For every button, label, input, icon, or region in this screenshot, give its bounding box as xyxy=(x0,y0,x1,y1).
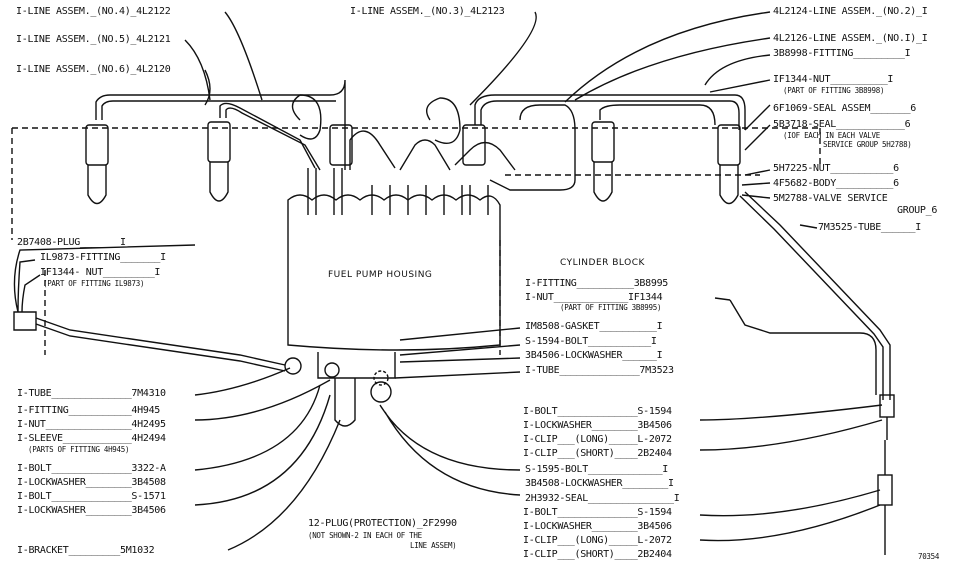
label-bolt-S1595: S-1595-BOLT_____________I xyxy=(525,464,669,475)
injector-4 xyxy=(462,124,486,166)
label-plug-note-1: (NOT SHOWN-2 IN EACH OF THE xyxy=(308,531,422,540)
label-fitting-3B8998: 3B8998-FITTING_________I xyxy=(773,48,911,59)
label-tube-7M4310: I-TUBE______________7M4310 xyxy=(17,388,166,399)
label-bolt-S1594-r2: I-BOLT______________S-1594 xyxy=(523,507,672,518)
label-gasket-1M8508: IM8508-GASKET__________I xyxy=(525,321,663,332)
label-line-assem-2: 4L2124-LINE ASSEM._(NO.2)_I xyxy=(773,6,928,17)
injector-2 xyxy=(207,121,231,202)
injector-3 xyxy=(329,124,353,166)
label-sleeve-note: (PARTS OF FITTING 4H945) xyxy=(28,445,130,454)
tube-7M3523 xyxy=(729,299,877,395)
label-bracket-5M1032: I-BRACKET_________5M1032 xyxy=(17,545,155,556)
label-clip-short-r1: I-CLIP___(SHORT)____2B2404 xyxy=(523,448,672,459)
label-tube-7M3523: I-TUBE______________7M3523 xyxy=(525,365,674,376)
label-plug-note-2: LINE ASSEM) xyxy=(410,541,457,550)
label-tube-7M3525: 7M3525-TUBE______I xyxy=(818,222,921,233)
label-seal-note-1: (IOF EACH IN EACH VALVE xyxy=(783,131,880,140)
label-sleeve-4H2494: I-SLEEVE____________4H2494 xyxy=(17,433,166,444)
label-cylinder-block: CYLINDER BLOCK xyxy=(560,258,645,268)
label-clip-long-r2: I-CLIP___(LONG)_____L-2072 xyxy=(523,535,672,546)
tube-7M3525 xyxy=(744,191,891,400)
left-plug-fitting xyxy=(13,311,37,331)
label-bolt-S1594-mid: S-1594-BOLT___________I xyxy=(525,336,657,347)
injector-1 xyxy=(85,124,109,205)
label-nut-4H2495: I-NUT_______________4H2495 xyxy=(17,419,166,430)
pump-base xyxy=(317,352,396,379)
label-nut-5H7225: 5H7225-NUT___________6 xyxy=(773,163,899,174)
label-seal-2H3932: 2H3932-SEAL_______________I xyxy=(525,493,680,504)
label-lockwasher-3B4508: I-LOCKWASHER________3B4508 xyxy=(17,477,166,488)
figure-number: 70354 xyxy=(918,552,940,561)
label-lockwasher-3B4506-r1: I-LOCKWASHER________3B4506 xyxy=(523,420,672,431)
label-plug-2F2990: 12-PLUG(PROTECTION)_2F2990 xyxy=(308,518,457,529)
label-seal-assem: 6F1069-SEAL ASSEM_______6 xyxy=(773,103,917,114)
label-bolt-3322A: I-BOLT______________3322-A xyxy=(17,463,166,474)
injector-5 xyxy=(591,121,615,202)
label-lockwasher-3B4506-mid: 3B4506-LOCKWASHER______I xyxy=(525,350,663,361)
label-fuel-pump-housing: FUEL PUMP HOUSING xyxy=(328,270,433,280)
label-fitting-4H945: I-FITTING___________4H945 xyxy=(17,405,161,416)
label-lockwasher-3B4506-r2: I-LOCKWASHER________3B4506 xyxy=(523,521,672,532)
label-seal-5B3718: 5B3718-SEAL____________6 xyxy=(773,119,911,130)
label-fitting-1L9873: IL9873-FITTING_______I xyxy=(40,252,166,263)
label-bolt-S1571: I-BOLT______________S-1571 xyxy=(17,491,166,502)
label-nut-1F1344-left: IF1344- NUT_________I xyxy=(40,267,161,278)
label-clip-short-r2: I-CLIP___(SHORT)____2B2404 xyxy=(523,549,672,560)
label-lockwasher-3B4506-left: I-LOCKWASHER________3B4506 xyxy=(17,505,166,516)
label-nut-1F1344-top: IF1344-NUT__________I xyxy=(773,74,894,85)
label-clip-long-r1: I-CLIP___(LONG)_____L-2072 xyxy=(523,434,672,445)
label-nut-left-note: (PART OF FITTING IL9873) xyxy=(43,279,145,288)
label-valve-5M2788: 5M2788-VALVE SERVICE xyxy=(773,193,888,204)
label-nut-mid-note: (PART OF FITTING 3B8995) xyxy=(560,303,662,312)
cylinder-block-outline xyxy=(11,127,821,240)
label-plug-2B7408: 2B7408-PLUG_______I xyxy=(17,237,126,248)
label-valve-group: GROUP_6 xyxy=(897,205,938,216)
injector-6 xyxy=(717,124,741,205)
label-seal-note-2: SERVICE GROUP 5H2788) xyxy=(823,140,912,149)
label-nut-1F1344-mid: I-NUT_____________IF1344 xyxy=(525,292,663,303)
label-bolt-S1594-r1: I-BOLT______________S-1594 xyxy=(523,406,672,417)
label-lockwasher-3B4508-r: 3B4508-LOCKWASHER________I xyxy=(525,478,674,489)
label-line-assem-4: I-LINE ASSEM._(NO.4)_4L2122 xyxy=(16,6,171,17)
label-nut-top-note: (PART OF FITTING 3B8998) xyxy=(783,86,885,95)
label-line-assem-5: I-LINE ASSEM._(NO.5)_4L2121 xyxy=(16,34,171,45)
label-fitting-3B8995: I-FITTING__________3B8995 xyxy=(525,278,669,289)
label-line-assem-3: I-LINE ASSEM._(NO.3)_4L2123 xyxy=(350,6,505,17)
label-body-4F5682: 4F5682-BODY__________6 xyxy=(773,178,899,189)
label-line-assem-6: I-LINE ASSEM._(NO.6)_4L2120 xyxy=(16,64,171,75)
label-line-assem-1: 4L2126-LINE ASSEM._(NO.I)_I xyxy=(773,33,928,44)
